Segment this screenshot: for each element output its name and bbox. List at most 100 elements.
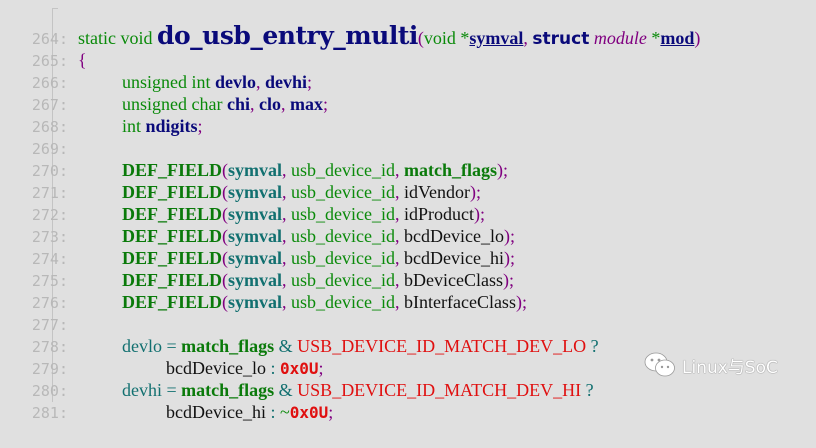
operator-ternary: ? [581,380,594,400]
semicolon: ; [328,402,334,422]
line-number: 265: [31,52,68,70]
line-number: 266: [31,74,68,92]
constant: USB_DEVICE_ID_MATCH_DEV_LO [297,336,587,356]
watermark: Linux与SoC [644,352,778,378]
macro: DEF_FIELD [122,204,223,224]
code-line: 281: bcdDevice_hi : ~0x0U; [0,378,333,422]
semicolon: ; [521,292,527,312]
code-line: 278: devlo = match_flags & USB_DEVICE_ID_… [0,312,599,356]
type: unsigned int [122,72,211,92]
line-number: 281: [31,404,68,422]
code-line: 276:DEF_FIELD(symval, usb_device_id, bIn… [0,268,527,312]
semicolon: ; [318,358,324,378]
comma: , [282,182,287,202]
operator-not: ~ [279,402,290,422]
line-number: 280: [31,382,68,400]
semicolon: ; [508,270,514,290]
arg-symval: symval [228,248,283,268]
line-number: 268: [31,118,68,136]
comma: , [395,248,400,268]
arg-field: bcdDevice_hi [404,248,504,268]
paren: ( [222,292,229,312]
paren: ( [222,182,229,202]
operator-assign: = [162,336,182,356]
code-line: 279:bcdDevice_lo : 0x0U; [0,334,324,378]
comma: , [523,28,528,48]
comma: , [282,292,287,312]
match-flags: match_flags [181,336,275,356]
keyword-static: static [78,28,116,48]
assign-target: devlo [122,336,162,356]
semicolon: ; [197,116,203,136]
arg-symval: symval [228,270,283,290]
line-number: 278: [31,338,68,356]
paren: ) [694,28,701,48]
comma: , [249,94,255,114]
line-number: 274: [31,250,68,268]
param-symval: symval [469,28,524,48]
paren: ( [222,160,229,180]
code-line: 280:devhi = match_flags & USB_DEVICE_ID_… [0,356,594,400]
variable: chi [226,94,250,114]
paren: ( [222,204,229,224]
field: bcdDevice_hi [166,402,266,422]
code-line: 269: [0,114,76,158]
operator-colon: : [265,402,280,422]
macro: DEF_FIELD [122,292,223,312]
paren: ) [470,182,476,202]
comma: , [282,270,287,290]
arg-symval: symval [228,204,283,224]
line-number: 270: [31,162,68,180]
fold-marker [52,8,58,9]
paren: ) [474,204,480,224]
comma: , [282,204,287,224]
operator-ternary: ? [586,336,599,356]
arg-type: usb_device_id [291,292,395,312]
comma: , [282,226,287,246]
paren: ) [503,226,510,246]
watermark-text: Linux与SoC [682,357,778,378]
comma: , [282,248,287,268]
operator-colon: : [265,358,280,378]
comma: , [395,226,400,246]
paren: ) [503,248,510,268]
arg-field: match_flags [404,160,497,180]
param-mod: mod [660,28,695,48]
comma: , [395,204,400,224]
arg-symval: symval [228,160,283,180]
operator-and: & [274,336,298,356]
line-number: 267: [31,96,68,114]
code-editor: 264:static void do_usb_entry_multi(void … [0,8,701,422]
semicolon: ; [509,248,515,268]
arg-symval: symval [228,292,283,312]
arg-field: idVendor [404,182,470,202]
line-number: 272: [31,206,68,224]
pointer-star: * [646,28,661,48]
gutter-divider [52,8,53,402]
code-line: 272:DEF_FIELD(symval, usb_device_id, idP… [0,180,485,224]
semicolon: ; [322,94,328,114]
semicolon: ; [476,182,482,202]
wechat-icon [644,352,676,378]
macro: DEF_FIELD [122,226,223,246]
type-module: module [593,28,647,48]
comma: , [395,182,400,202]
code-line: 267:unsigned char chi, clo, max; [0,70,328,114]
code-line: 277: [0,290,76,334]
paren: ( [222,270,229,290]
macro: DEF_FIELD [122,270,223,290]
line-number: 271: [31,184,68,202]
arg-field: bDeviceClass [404,270,503,290]
code-line: 270:DEF_FIELD(symval, usb_device_id, mat… [0,136,508,180]
number-literal: 0x0U [289,403,329,422]
arg-type: usb_device_id [291,160,395,180]
arg-type: usb_device_id [291,270,395,290]
field: bcdDevice_lo [166,358,266,378]
arg-symval: symval [228,182,283,202]
line-number: 277: [31,316,68,334]
code-line: 275:DEF_FIELD(symval, usb_device_id, bDe… [0,246,514,290]
comma: , [395,160,400,180]
function-name: do_usb_entry_multi [157,21,418,50]
arg-type: usb_device_id [291,248,395,268]
line-number: 276: [31,294,68,312]
